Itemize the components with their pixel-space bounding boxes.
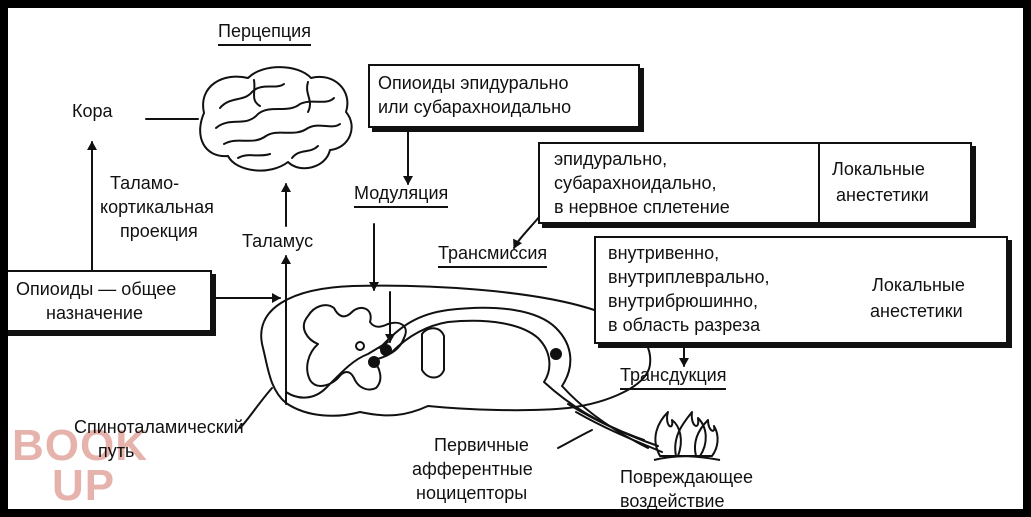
upper-route-3: в нервное сплетение (554, 197, 730, 217)
spinothalamic-label-2: путь (98, 441, 135, 461)
opioids-epidural-box: Опиоиды эпидурально или субарахноидально (368, 64, 640, 128)
thalamocortical-label-3: проекция (120, 221, 198, 241)
flame-icon (653, 411, 721, 461)
cortex-label: Кора (72, 101, 113, 121)
stimulus-label-2: воздействие (620, 491, 725, 509)
upper-box-divider (818, 142, 820, 222)
afferent-label-1: Первичные (434, 435, 529, 455)
upper-route-1: эпидурально, (554, 149, 668, 169)
lower-route-1: внутривенно, (608, 243, 720, 263)
diagram-canvas: BOOK UP (8, 8, 1023, 509)
perception-label: Перцепция (218, 20, 311, 46)
transduction-label: Трансдукция (620, 364, 727, 390)
opioids-general-box: Опиоиды — общее назначение (8, 270, 212, 332)
thalamocortical-label-2: кортикальная (100, 197, 214, 217)
stimulus-label-1: Повреждающее (620, 467, 754, 487)
opioids-general-line-2: назначение (46, 303, 143, 323)
spinothalamic-label-1: Спиноталамический (74, 417, 244, 437)
afferent-label-3: ноцицепторы (416, 483, 528, 503)
opioids-epidural-line-2: или субарахноидально (378, 97, 572, 117)
afferent-nerve-loop (379, 306, 649, 449)
afferent-label-2: афферентные (412, 459, 533, 479)
opioids-general-line-1: Опиоиды — общее (16, 279, 177, 299)
modulation-label: Модуляция (354, 182, 449, 208)
upper-route-2: субарахноидально, (554, 173, 717, 193)
thalamocortical-label-1: Таламо- (110, 173, 180, 193)
lower-route-3: внутрибрюшинно, (608, 291, 759, 311)
watermark-logo: BOOK UP (12, 421, 148, 509)
upper-agent-2: анестетики (836, 185, 929, 205)
lower-agent-1: Локальные (872, 275, 965, 295)
thalamus-label: Таламус (242, 231, 314, 251)
brain-icon (199, 66, 353, 172)
upper-agent-1: Локальные (832, 159, 925, 179)
opioids-epidural-line-1: Опиоиды эпидурально (378, 73, 569, 93)
spinal-cord-outline (260, 284, 652, 417)
local-anesthetics-upper-box: эпидурально, субарахноидально, в нервное… (538, 142, 972, 224)
local-anesthetics-lower-box: внутривенно, внутриплеврально, внутрибрю… (594, 236, 1008, 344)
lower-route-2: внутриплеврально, (608, 267, 770, 287)
lower-route-4: в область разреза (608, 315, 761, 335)
transmission-label: Трансмиссия (438, 242, 548, 268)
lower-agent-2: анестетики (870, 301, 963, 321)
